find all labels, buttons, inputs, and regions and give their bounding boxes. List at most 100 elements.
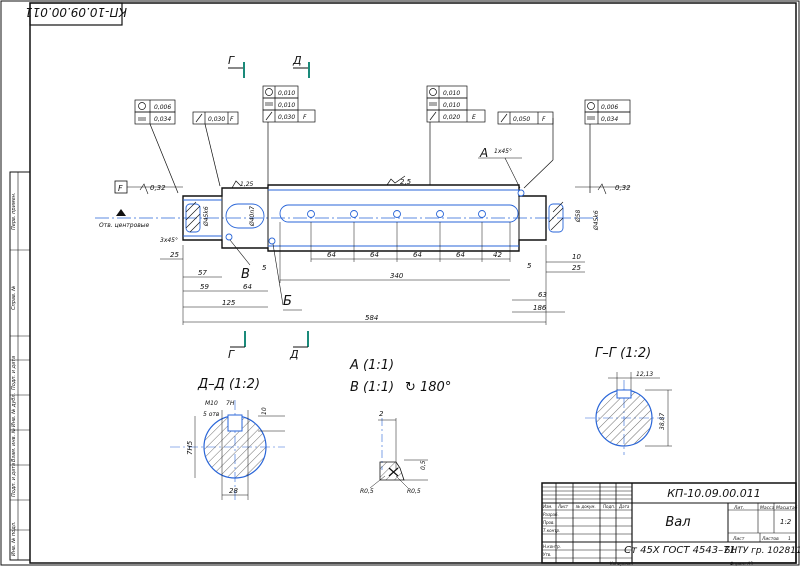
diameter-labels: Ø45k6 Ø40n7 Ø45k6 Ø58 3x45° bbox=[160, 206, 600, 244]
svg-text:340: 340 bbox=[390, 272, 404, 280]
svg-text:64: 64 bbox=[456, 251, 465, 259]
svg-text:Масса: Масса bbox=[760, 505, 775, 511]
svg-text:R0,5: R0,5 bbox=[407, 488, 421, 495]
svg-text:Д: Д bbox=[289, 348, 299, 361]
keyway-long bbox=[279, 204, 519, 223]
svg-text:5: 5 bbox=[262, 264, 267, 272]
copied-label: Копировал bbox=[610, 561, 633, 566]
top-stamp: КП-10.09.00.011 bbox=[25, 2, 127, 26]
svg-text:Лист: Лист bbox=[557, 504, 569, 509]
section-gg: 12,13 38,87 bbox=[585, 371, 672, 455]
svg-text:Д–Д (1:2): Д–Д (1:2) bbox=[197, 377, 260, 392]
center-hole-arrow bbox=[116, 209, 126, 216]
svg-text:Изм.: Изм. bbox=[543, 504, 552, 509]
side-strip: Перв. примен. Справ. № Подп. и дата Инв.… bbox=[9, 171, 31, 561]
svg-text:Листов: Листов bbox=[761, 536, 779, 542]
svg-text:Пров.: Пров. bbox=[543, 520, 555, 525]
svg-text:64: 64 bbox=[243, 283, 252, 291]
svg-text:38,87: 38,87 bbox=[659, 413, 666, 430]
view-titles: А (1:1) В (1:1) ↻ 180° Д–Д (1:2) Г–Г (1:… bbox=[197, 346, 651, 395]
svg-text:57: 57 bbox=[198, 269, 207, 277]
svg-text:F: F bbox=[542, 116, 546, 123]
svg-text:0,006: 0,006 bbox=[601, 104, 618, 111]
svg-text:12,13: 12,13 bbox=[636, 371, 653, 378]
view-a-detail: 2 0,5 R0,5 R0,5 bbox=[360, 410, 428, 495]
surface-finish-top: 2,5 1,25 bbox=[231, 175, 412, 189]
svg-text:Утв.: Утв. bbox=[543, 552, 551, 557]
svg-text:584: 584 bbox=[365, 314, 378, 322]
svg-text:Н.контр.: Н.контр. bbox=[543, 544, 561, 549]
tolerance-frame-mid-right bbox=[426, 85, 486, 185]
shaft-main-view: Отв. центровые bbox=[95, 184, 600, 252]
svg-text:Лит.: Лит. bbox=[733, 505, 744, 511]
svg-text:64: 64 bbox=[413, 251, 422, 259]
svg-text:64: 64 bbox=[370, 251, 379, 259]
svg-text:E: E bbox=[472, 114, 476, 121]
svg-text:0,034: 0,034 bbox=[601, 116, 618, 123]
svg-text:0,030: 0,030 bbox=[208, 116, 225, 123]
svg-text:0,32: 0,32 bbox=[615, 184, 631, 192]
svg-text:64: 64 bbox=[327, 251, 336, 259]
svg-text:2: 2 bbox=[379, 410, 384, 418]
svg-text:10: 10 bbox=[572, 253, 581, 261]
svg-text:0,006: 0,006 bbox=[154, 104, 171, 111]
strip-label-1: Перв. примен. bbox=[11, 192, 17, 230]
scale-value: 1:2 bbox=[780, 518, 792, 526]
svg-text:Т.контр.: Т.контр. bbox=[543, 528, 560, 533]
svg-text:186: 186 bbox=[533, 304, 547, 312]
shaft-outline bbox=[182, 184, 547, 252]
tolerance-frame-right-runout bbox=[497, 111, 554, 189]
svg-text:F: F bbox=[303, 114, 307, 121]
svg-text:Ø45k6: Ø45k6 bbox=[203, 206, 210, 227]
strip-label-5: Взам. инв. № bbox=[11, 428, 17, 462]
strip-label-6: Подп. и дата bbox=[11, 463, 17, 497]
svg-text:F: F bbox=[118, 184, 123, 193]
keyway-short bbox=[225, 203, 265, 229]
part-name: Вал bbox=[665, 515, 690, 530]
svg-text:25: 25 bbox=[170, 251, 179, 259]
svg-text:А (1:1): А (1:1) bbox=[349, 358, 394, 373]
svg-text:7Н: 7Н bbox=[226, 400, 235, 407]
section-cut-top: Г Д bbox=[228, 54, 310, 78]
format-label: Формат А3 bbox=[730, 561, 753, 566]
svg-text:М10: М10 bbox=[205, 400, 218, 407]
title-block bbox=[541, 482, 797, 564]
svg-text:0,030: 0,030 bbox=[278, 114, 295, 121]
datum-f: F 0,32 bbox=[114, 180, 183, 195]
dimension-lines bbox=[160, 222, 585, 325]
svg-text:Подп.: Подп. bbox=[603, 504, 615, 509]
svg-text:7Н5: 7Н5 bbox=[186, 440, 194, 455]
doc-number: КП-10.09.00.011 bbox=[667, 487, 761, 500]
svg-text:0,5: 0,5 bbox=[420, 460, 427, 470]
svg-text:Лист: Лист bbox=[732, 536, 745, 542]
section-cut-bottom: Г Д bbox=[228, 331, 309, 361]
svg-text:Б: Б bbox=[283, 294, 292, 309]
svg-text:3x45°: 3x45° bbox=[160, 237, 178, 244]
strip-label-4: Инв. № дубл. bbox=[11, 393, 17, 427]
svg-text:0,32: 0,32 bbox=[150, 184, 166, 192]
view-a-marker: А 1x45° bbox=[478, 146, 522, 189]
svg-text:В (1:1): В (1:1) bbox=[350, 380, 394, 395]
svg-text:0,010: 0,010 bbox=[278, 102, 295, 109]
svg-text:Д: Д bbox=[292, 54, 302, 67]
organization: БНТУ гр. 102811 bbox=[724, 546, 800, 556]
svg-text:Г: Г bbox=[228, 348, 235, 361]
svg-text:0,020: 0,020 bbox=[443, 114, 460, 121]
section-dd: 28 7Н5 М10 7Н 5 отв 10 bbox=[170, 400, 285, 500]
svg-text:0,050: 0,050 bbox=[513, 116, 530, 123]
svg-text:28: 28 bbox=[229, 487, 238, 495]
svg-text:1,25: 1,25 bbox=[240, 181, 254, 188]
svg-text:Ø58: Ø58 bbox=[575, 209, 582, 223]
svg-text:63: 63 bbox=[538, 291, 547, 299]
svg-text:0,010: 0,010 bbox=[443, 90, 460, 97]
svg-text:Г–Г (1:2): Г–Г (1:2) bbox=[595, 346, 651, 361]
svg-text:1x45°: 1x45° bbox=[494, 148, 512, 155]
strip-label-7: Инв. № подл. bbox=[11, 522, 17, 557]
svg-text:А: А bbox=[479, 146, 488, 160]
svg-text:Ø40n7: Ø40n7 bbox=[249, 206, 256, 227]
svg-text:2,5: 2,5 bbox=[400, 178, 412, 186]
svg-text:В: В bbox=[241, 267, 250, 282]
datum-right: 0,32 bbox=[575, 183, 631, 195]
svg-text:0,034: 0,034 bbox=[154, 116, 171, 123]
